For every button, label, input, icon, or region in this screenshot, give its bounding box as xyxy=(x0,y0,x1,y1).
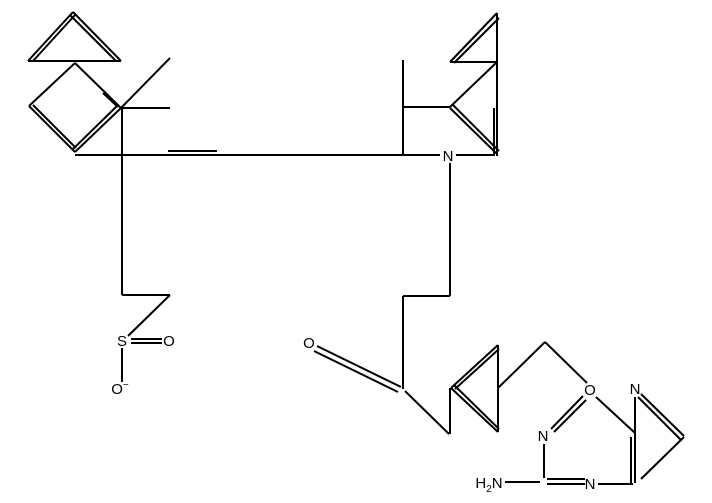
sulfinate-sulfur-label: S xyxy=(117,333,127,350)
carbonyl-oxygen-label: O xyxy=(303,335,315,352)
amino-group-label: H2N xyxy=(475,475,502,495)
bond-line-25 xyxy=(452,104,500,152)
oxide-oxygen-minus-label: O− xyxy=(111,380,129,398)
bond-line-20 xyxy=(449,12,498,63)
bond-line-5 xyxy=(28,62,76,107)
bond-line-32 xyxy=(313,350,399,393)
bond-line-56 xyxy=(127,294,171,337)
bond-line-8 xyxy=(28,105,76,153)
bond-line-44 xyxy=(595,396,636,434)
bond-line-42 xyxy=(550,395,584,430)
bond-line-52 xyxy=(640,393,685,437)
ether-oxygen-label: O xyxy=(584,382,596,399)
imine-nitrogen-label: N xyxy=(538,428,549,445)
amidine-nitrogen-label: N xyxy=(585,476,596,493)
bond-line-35 xyxy=(450,344,499,389)
bond-line-40 xyxy=(497,341,546,389)
bond-line-11 xyxy=(72,105,118,150)
bond-line-3 xyxy=(72,11,122,62)
bond-line-6 xyxy=(74,62,122,109)
bond-line-24 xyxy=(449,107,498,155)
bond-line-12 xyxy=(120,57,171,109)
bond-line-38 xyxy=(453,384,500,430)
bond-line-21 xyxy=(453,17,500,64)
bond-line-10 xyxy=(74,107,122,153)
indoline-nitrogen-label: N xyxy=(443,148,454,165)
bond-line-54 xyxy=(640,436,685,480)
bond-line-53 xyxy=(637,396,682,441)
bond-line-1 xyxy=(27,11,74,62)
ring-nitrogen-label: N xyxy=(630,381,641,398)
bond-line-36 xyxy=(454,348,500,390)
bond-line-31 xyxy=(316,345,402,388)
bond-line-2 xyxy=(32,14,76,62)
bond-line-23 xyxy=(449,61,498,108)
bond-line-4 xyxy=(69,14,117,62)
bond-line-37 xyxy=(450,387,499,433)
bond-line-41 xyxy=(544,341,588,384)
bond-line-33 xyxy=(404,390,450,435)
bond-line-7 xyxy=(102,92,119,108)
sulfinyl-oxygen-label: O xyxy=(163,333,175,350)
bond-line-9 xyxy=(32,104,77,149)
bond-line-43 xyxy=(553,399,587,433)
